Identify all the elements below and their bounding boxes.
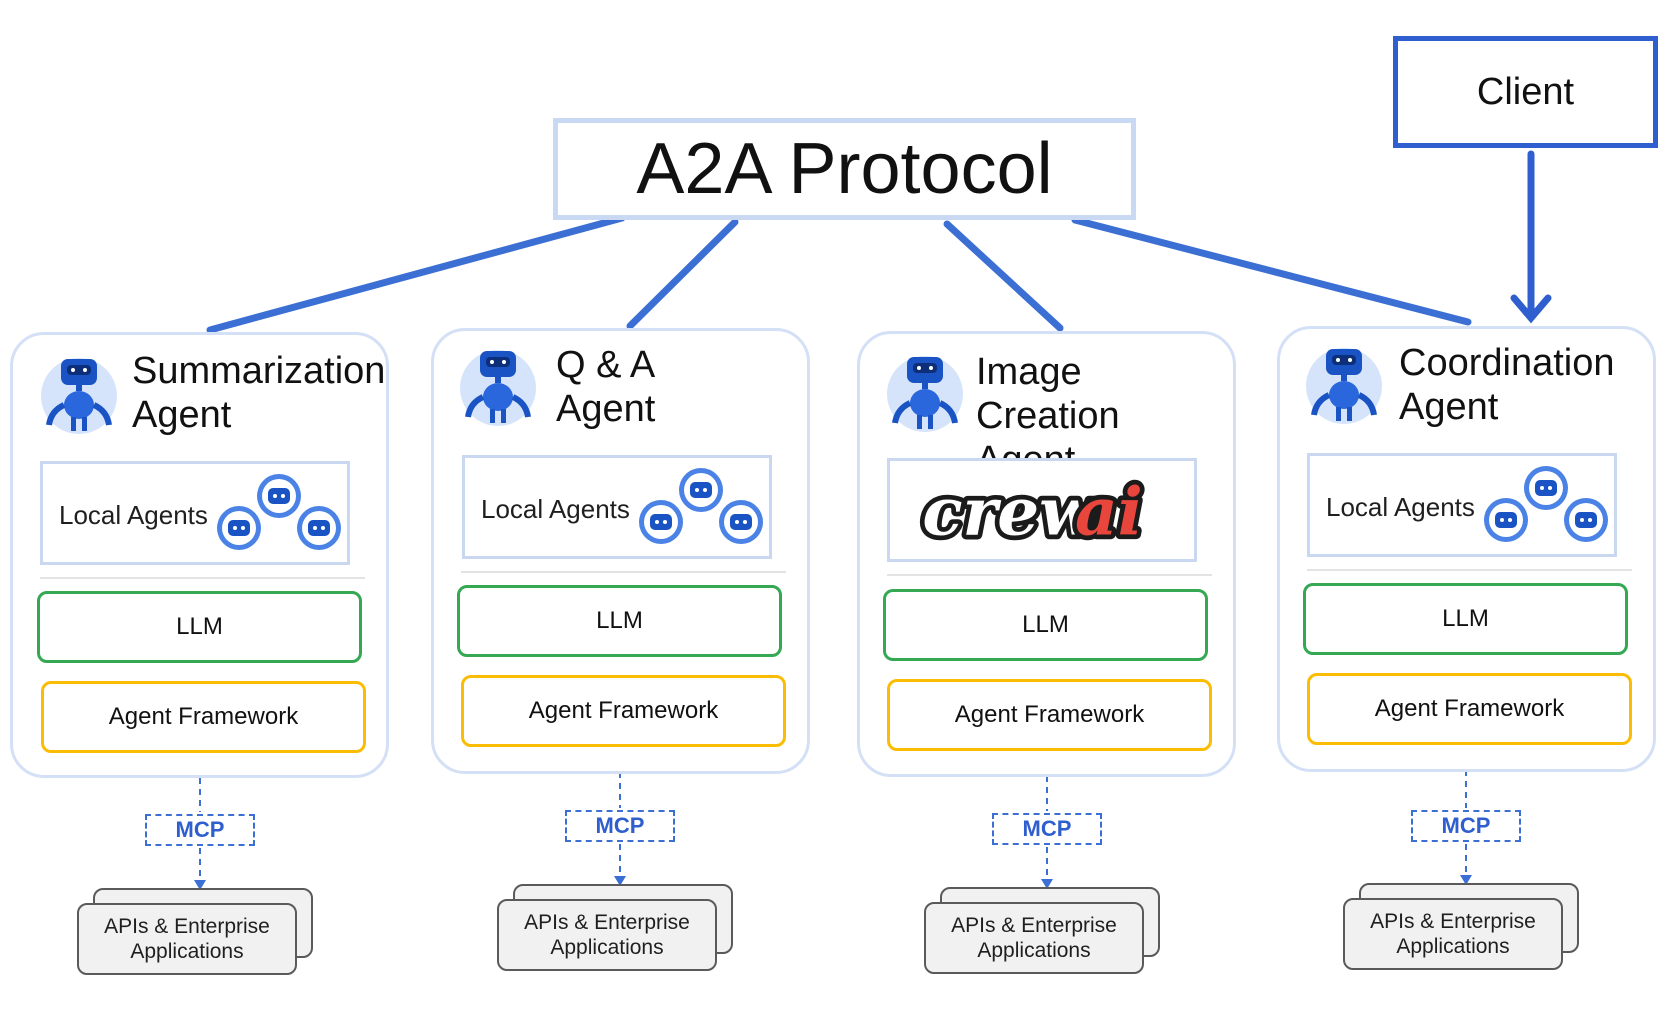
api-card: APIs & Enterprise Applications: [1343, 898, 1563, 970]
a2a-protocol-label: A2A Protocol: [636, 129, 1053, 209]
mcp-box: MCP: [565, 810, 675, 842]
arrowhead-down-4: [1460, 875, 1472, 885]
local-agents-label: Local Agents: [1326, 492, 1475, 522]
robot-icon: [887, 356, 963, 432]
llm-box: LLM: [883, 589, 1208, 661]
protocol-link-coordination: [1071, 216, 1472, 326]
divider: [40, 577, 365, 579]
mcp-label: MCP: [1441, 813, 1491, 838]
llm-label: LLM: [176, 613, 223, 640]
robot-icon: [460, 350, 536, 426]
llm-box: LLM: [37, 591, 362, 663]
local-agents-box: Local Agents: [1307, 453, 1617, 557]
mcp-label: MCP: [1022, 816, 1072, 841]
agent-title: Summarization Agent: [132, 350, 386, 436]
arrowhead-down-3: [1041, 879, 1053, 889]
local-agents-label: Local Agents: [59, 500, 208, 530]
divider: [461, 571, 786, 573]
mcp-box: MCP: [992, 813, 1102, 845]
local-agents-label: Local Agents: [481, 494, 630, 524]
agent-framework-label: Agent Framework: [108, 703, 299, 730]
mcp-label: MCP: [595, 813, 645, 838]
llm-box: LLM: [457, 585, 782, 657]
agent-framework-box: Agent Framework: [1307, 673, 1632, 745]
api-label: APIs & Enterprise Applications: [1370, 910, 1536, 958]
api-card: APIs & Enterprise Applications: [497, 899, 717, 971]
divider: [887, 574, 1212, 576]
agent-framework-box: Agent Framework: [461, 675, 786, 747]
agent-card-image-creation: Image Creation Agent crew ai LLM Agent F…: [857, 331, 1236, 777]
a2a-protocol-box: A2A Protocol: [553, 118, 1136, 220]
agent-card-coordination: Coordination Agent Local Agents LLM Agen…: [1277, 326, 1656, 772]
robot-icon: [41, 358, 117, 434]
crewai-logo-box: crew ai: [887, 458, 1197, 562]
agent-framework-label: Agent Framework: [1374, 695, 1565, 722]
agent-card-summarization: Summarization Agent Local Agents LLM Age…: [10, 332, 389, 778]
local-agents-icon: [217, 474, 341, 550]
svg-text:ai: ai: [1075, 473, 1143, 551]
svg-text:crew: crew: [922, 473, 1098, 551]
api-label: APIs & Enterprise Applications: [104, 915, 270, 963]
agent-title: Q & A Agent: [556, 344, 656, 430]
agent-title: Coordination Agent: [1399, 342, 1615, 428]
agent-framework-label: Agent Framework: [528, 697, 719, 724]
divider: [1307, 569, 1632, 571]
api-label: APIs & Enterprise Applications: [524, 911, 690, 959]
agent-framework-box: Agent Framework: [887, 679, 1212, 751]
crewai-logo: crew ai: [918, 468, 1148, 555]
local-agents-icon: [1484, 466, 1608, 542]
local-agents-icon: [639, 468, 763, 544]
api-card: APIs & Enterprise Applications: [77, 903, 297, 975]
mcp-box: MCP: [145, 814, 255, 846]
llm-label: LLM: [1442, 605, 1489, 632]
mcp-label: MCP: [175, 817, 225, 842]
llm-label: LLM: [596, 607, 643, 634]
mcp-box: MCP: [1411, 810, 1521, 842]
llm-box: LLM: [1303, 583, 1628, 655]
agent-framework-label: Agent Framework: [954, 701, 1145, 728]
client-arrow: [1510, 150, 1552, 324]
arrowhead-down-2: [614, 876, 626, 886]
api-card: APIs & Enterprise Applications: [924, 902, 1144, 974]
local-agents-box: Local Agents: [40, 461, 350, 565]
protocol-link-summarization: [206, 214, 626, 334]
protocol-link-image: [943, 220, 1064, 332]
llm-label: LLM: [1022, 611, 1069, 638]
protocol-link-qa: [626, 218, 739, 330]
client-box: Client: [1393, 36, 1658, 148]
robot-icon: [1306, 348, 1382, 424]
api-label: APIs & Enterprise Applications: [951, 914, 1117, 962]
agent-framework-box: Agent Framework: [41, 681, 366, 753]
client-label: Client: [1476, 70, 1575, 113]
local-agents-box: Local Agents: [462, 455, 772, 559]
agent-card-qa: Q & A Agent Local Agents LLM Agent Frame…: [431, 328, 810, 774]
arrowhead-down-1: [194, 880, 206, 890]
